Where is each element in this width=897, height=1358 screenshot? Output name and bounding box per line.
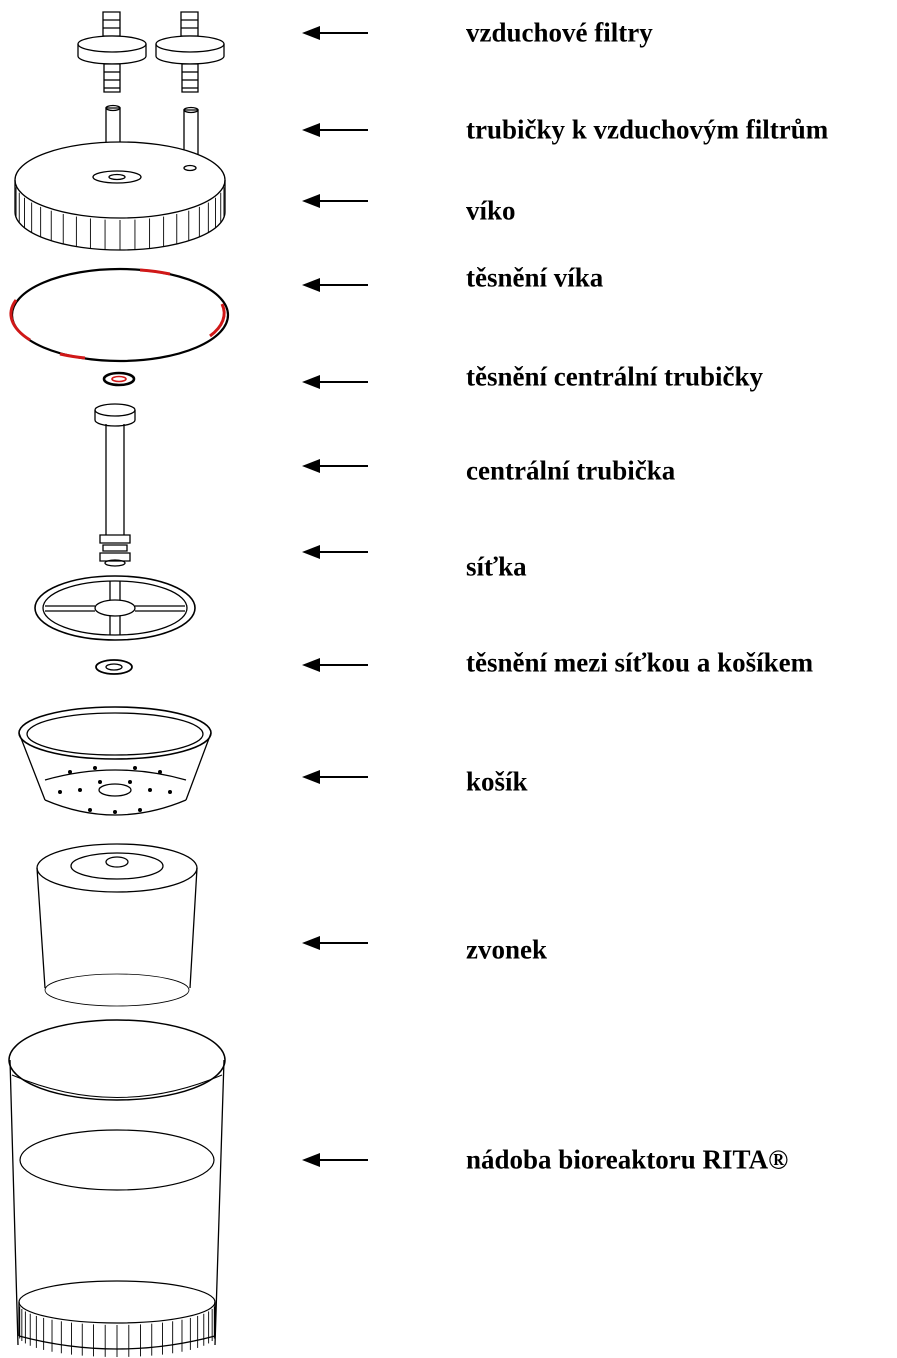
basket-hole [98,780,102,784]
basket-hole [158,770,162,774]
basket-hole [113,810,117,814]
left-arrow-icon [302,26,370,40]
label-mesh-basket-seal: těsnění mezi síťkou a košíkem [466,647,814,678]
left-arrow-icon [302,545,370,559]
label-row-lid-seal: těsnění víka [300,263,897,300]
label-mesh: síťka [466,551,527,582]
basket-hole [93,766,97,770]
basket-hole [68,770,72,774]
bell [37,844,197,1006]
left-arrow-icon [302,459,370,473]
basket-hole [58,790,62,794]
label-row-lid: víko [300,186,897,226]
label-lid: víko [466,195,516,226]
left-arrow-icon [302,936,370,950]
label-row-basket: košík [300,762,897,797]
label-central-tube-seal: těsnění centrální trubičky [466,361,763,392]
label-row-central-tube: centrální trubička [300,451,897,486]
basket-hole [78,788,82,792]
lid [15,142,225,250]
mesh [35,576,195,640]
left-arrow-icon [302,770,370,784]
vessel [9,1020,225,1357]
label-row-mesh: síťka [300,537,897,582]
label-vessel: nádoba bioreaktoru RITA® [466,1144,789,1175]
left-arrow-icon [302,123,370,137]
left-arrow-icon [302,278,370,292]
label-row-central-tube-seal: těsnění centrální trubičky [300,362,897,397]
air-filter-right [156,12,224,92]
label-lid-seal: těsnění víka [466,262,604,293]
label-row-mesh-basket-seal: těsnění mezi síťkou a košíkem [300,647,897,680]
basket-hole [133,766,137,770]
basket [19,707,211,815]
label-central-tube: centrální trubička [466,455,676,486]
basket-hole [88,808,92,812]
label-air-filters: vzduchové filtry [466,17,653,48]
label-bell: zvonek [466,934,547,965]
left-arrow-icon [302,1153,370,1167]
central-tube-seal [104,373,134,385]
label-row-filter-tubes: trubičky k vzduchovým filtrům [300,115,897,145]
central-tube [95,404,135,566]
air-filters [78,12,224,92]
label-basket: košík [466,766,528,797]
left-arrow-icon [302,194,370,208]
basket-hole [148,788,152,792]
lid-seal [11,269,228,361]
basket-hole [168,790,172,794]
label-row-bell: zvonek [300,928,897,965]
label-row-vessel: nádoba bioreaktoru RITA® [300,1145,897,1175]
mesh-basket-seal [96,660,132,674]
left-arrow-icon [302,375,370,389]
rita-bioreactor-illustration [0,0,240,1358]
label-filter-tubes: trubičky k vzduchovým filtrům [466,114,829,145]
basket-hole [128,780,132,784]
air-filter-left [78,12,146,92]
basket-hole [138,808,142,812]
label-row-air-filters: vzduchové filtry [300,18,897,48]
left-arrow-icon [302,658,370,672]
